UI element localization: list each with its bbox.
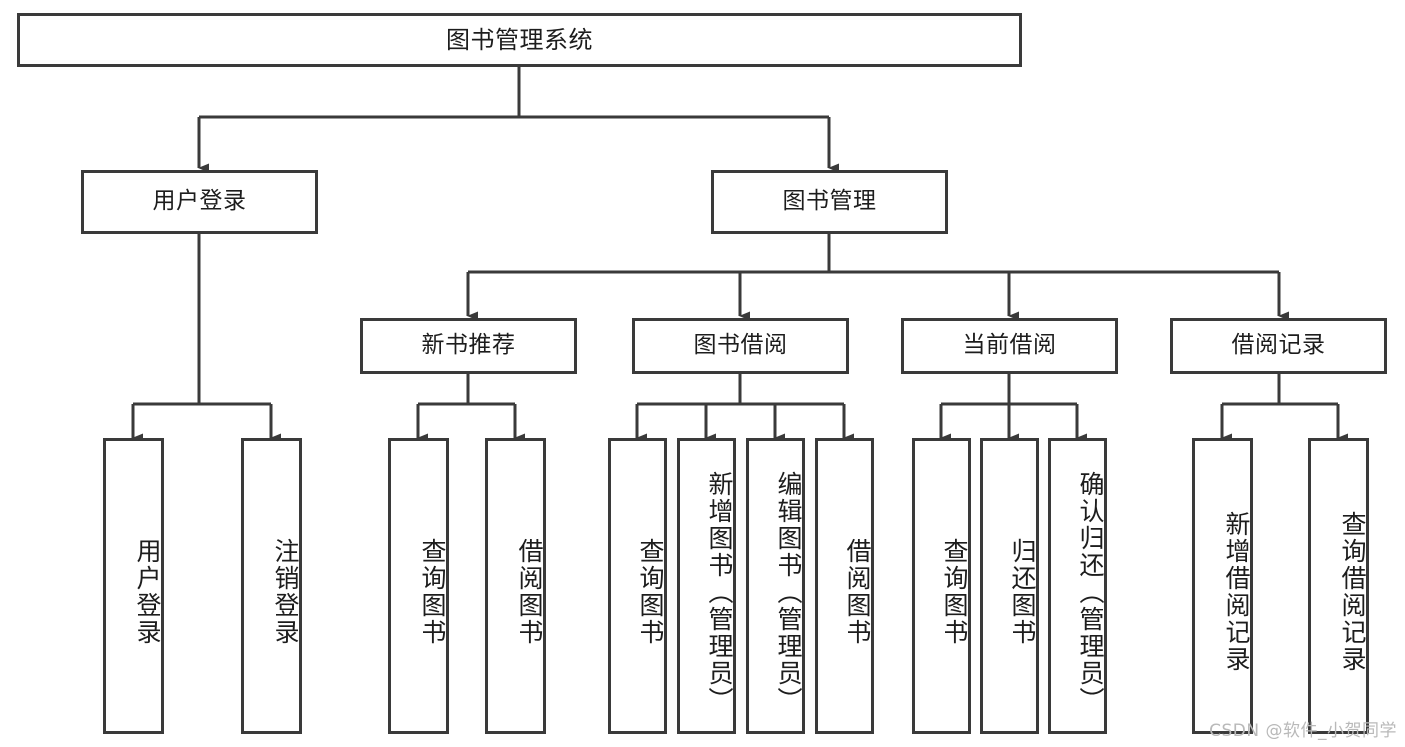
node-label: 新书推荐	[421, 332, 516, 359]
csdn-watermark: CSDN @软件_小贺同学	[1209, 721, 1397, 741]
leaf-current-borrow-return-book[interactable]: 归还图书	[980, 438, 1039, 734]
leaf-book-borrow-add-book-admin[interactable]: 新增图书（管理员）	[677, 438, 736, 734]
node-book-management[interactable]: 图书管理	[711, 170, 948, 234]
node-label: 借阅图书	[843, 538, 872, 646]
node-label: 图书管理系统	[446, 25, 593, 54]
node-user-login[interactable]: 用户登录	[81, 170, 318, 234]
node-new-book-recommend[interactable]: 新书推荐	[360, 318, 577, 374]
node-label: 注销登录	[271, 538, 300, 646]
leaf-new-books-borrow-book[interactable]: 借阅图书	[485, 438, 546, 734]
leaf-user-login[interactable]: 用户登录	[103, 438, 164, 734]
node-label: 归还图书	[1008, 538, 1037, 646]
leaf-current-borrow-query-book[interactable]: 查询图书	[912, 438, 971, 734]
leaf-logout[interactable]: 注销登录	[241, 438, 302, 734]
node-label: 确认归还（管理员）	[1076, 470, 1105, 714]
node-book-borrow[interactable]: 图书借阅	[632, 318, 849, 374]
leaf-new-books-query-book[interactable]: 查询图书	[388, 438, 449, 734]
leaf-book-borrow-borrow-book[interactable]: 借阅图书	[815, 438, 874, 734]
node-label: 用户登录	[133, 538, 162, 646]
node-label: 编辑图书（管理员）	[774, 470, 803, 714]
node-root-book-management-system[interactable]: 图书管理系统	[17, 13, 1022, 67]
node-label: 借阅记录	[1231, 332, 1326, 359]
leaf-borrow-record-add-record[interactable]: 新增借阅记录	[1192, 438, 1253, 734]
node-label: 用户登录	[152, 188, 247, 215]
leaf-book-borrow-edit-book-admin[interactable]: 编辑图书（管理员）	[746, 438, 805, 734]
node-label: 新增借阅记录	[1222, 511, 1251, 673]
node-label: 查询图书	[940, 538, 969, 646]
node-label: 图书管理	[782, 188, 877, 215]
leaf-borrow-record-query-record[interactable]: 查询借阅记录	[1308, 438, 1369, 734]
node-label: 查询图书	[636, 538, 665, 646]
node-borrow-record[interactable]: 借阅记录	[1170, 318, 1387, 374]
node-label: 查询借阅记录	[1338, 511, 1367, 673]
node-label: 借阅图书	[515, 538, 544, 646]
leaf-current-borrow-confirm-return-admin[interactable]: 确认归还（管理员）	[1048, 438, 1107, 734]
node-label: 查询图书	[418, 538, 447, 646]
leaf-book-borrow-query-book[interactable]: 查询图书	[608, 438, 667, 734]
node-label: 图书借阅	[693, 332, 788, 359]
node-label: 新增图书（管理员）	[705, 470, 734, 714]
node-label: 当前借阅	[962, 332, 1057, 359]
node-current-borrow[interactable]: 当前借阅	[901, 318, 1118, 374]
